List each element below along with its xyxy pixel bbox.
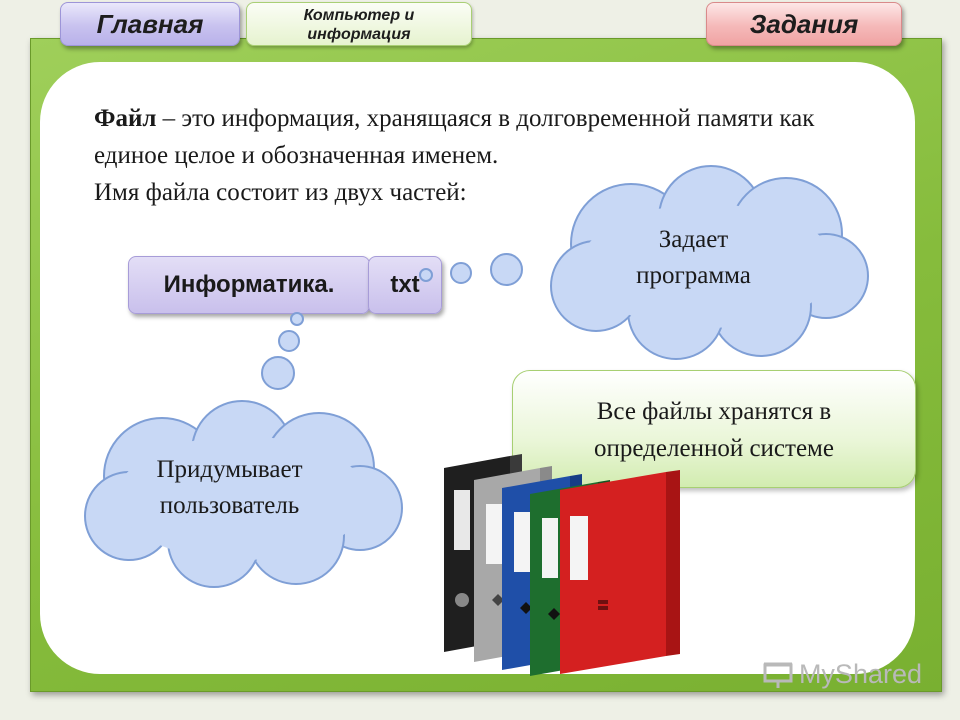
home-button-label: Главная: [96, 8, 204, 39]
definition-text: Файл – это информация, хранящаяся в долг…: [94, 100, 874, 211]
storage-callout-line1: Все файлы хранятся в: [596, 398, 832, 425]
thought-dot: [290, 312, 304, 326]
thought-dot: [450, 262, 472, 284]
tasks-button-label: Задания: [749, 8, 859, 39]
user-cloud-line1: Придумывает: [156, 456, 303, 483]
folder-binders-image: [444, 454, 680, 676]
filename-name-part: Информатика.: [128, 256, 370, 314]
definition-body: – это информация, хранящаяся в долговрем…: [94, 105, 815, 169]
thought-dot: [261, 356, 295, 390]
program-cloud-line2: программа: [636, 262, 751, 289]
topic-label-line1: Компьютер и: [303, 6, 415, 24]
definition-term: Файл: [94, 105, 157, 132]
tasks-button[interactable]: Задания: [706, 2, 902, 46]
thought-dot: [490, 253, 523, 286]
storage-callout-line2: определенной системе: [594, 435, 834, 462]
presentation-icon: [763, 662, 793, 688]
user-cloud-text: Придумывает пользователь: [112, 452, 347, 524]
program-cloud-line1: Задает: [658, 226, 729, 253]
topic-button[interactable]: Компьютер и информация: [246, 2, 472, 46]
filename-parts-intro: Имя файла состоит из двух частей:: [94, 179, 467, 206]
home-button[interactable]: Главная: [60, 2, 240, 46]
program-cloud-text: Задает программа: [586, 222, 801, 294]
user-cloud: [84, 400, 403, 588]
thought-dot: [419, 268, 433, 282]
filename-name-label: Информатика.: [163, 271, 335, 298]
topic-label-line2: информация: [307, 25, 411, 43]
user-cloud-line2: пользователь: [159, 492, 300, 519]
filename-extension-part: txt: [368, 256, 442, 314]
storage-callout-text: Все файлы хранятся в определенной систем…: [513, 393, 915, 467]
watermark: MyShared: [763, 659, 922, 690]
thought-dot: [278, 330, 300, 352]
filename-extension-label: txt: [390, 271, 420, 298]
watermark-text: MyShared: [798, 659, 922, 689]
program-cloud: [550, 165, 869, 360]
storage-callout: Все файлы хранятся в определенной систем…: [512, 370, 916, 488]
